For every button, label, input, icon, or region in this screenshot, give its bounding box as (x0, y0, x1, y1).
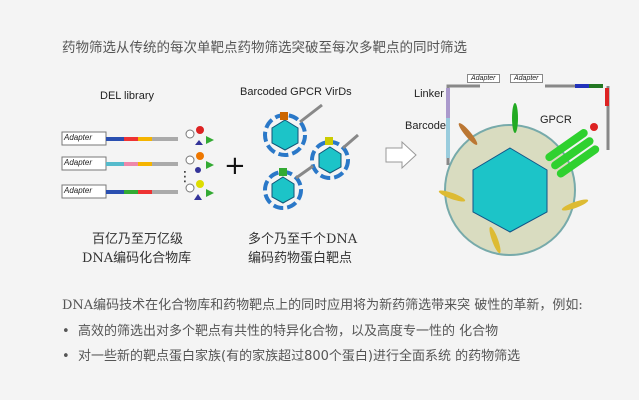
bullet-text: 高效的筛选出对多个靶点有共性的特异化合物，以及高度专一性的 化合物 (78, 324, 499, 339)
bullet-item: • 高效的筛选出对多个靶点有共性的特异化合物，以及高度专一性的 化合物 (62, 320, 498, 339)
slide-title: 药物筛选从传统的每次单靶点药物筛选突破至每次多靶点的同时筛选 (62, 40, 467, 56)
caption-left-line1: 百亿乃至万亿级 (92, 232, 184, 247)
caption-mid-line1: 多个乃至千个DNA (248, 232, 358, 247)
del-row (61, 152, 214, 173)
virds-label: Barcoded GPCR VirDs (240, 86, 352, 98)
bullet-text: 对一些新的靶点蛋白家族(有的家族超过800个蛋白)进行全面系统 的药物筛选 (78, 349, 521, 364)
del-row (61, 180, 214, 200)
plus-sign: + (224, 151, 246, 181)
barcode-label: Barcode (405, 120, 446, 132)
adapter-label: Adapter (64, 186, 93, 195)
adapter-label: Adapter (510, 74, 543, 83)
bullet-item: • 对一些新的靶点蛋白家族(有的家族超过800个蛋白)进行全面系统 的药物筛选 (62, 345, 520, 364)
adapter-label: Adapter (467, 74, 500, 83)
linker-label: Linker (414, 88, 444, 100)
svg-text:+: + (224, 151, 246, 181)
caption-mid-line2: 编码药物蛋白靶点 (248, 251, 353, 266)
caption-left-line2: DNA编码化合物库 (82, 251, 192, 266)
adapter-label: Adapter (64, 158, 93, 167)
virds-figure (263, 103, 359, 210)
virion-figure (438, 84, 610, 256)
body-intro: DNA编码技术在化合物库和药物靶点上的同时应用将为新药筛选带来突 破性的革新，例… (62, 298, 583, 313)
ellipsis: ⋮ (178, 169, 192, 185)
del-library-figure (61, 126, 214, 200)
bullet-icon: • (62, 324, 70, 339)
del-row (61, 126, 214, 146)
gpcr-label: GPCR (540, 114, 572, 126)
del-library-label: DEL library (100, 90, 154, 102)
bullet-icon: • (62, 349, 70, 364)
arrow-icon (385, 140, 417, 170)
adapter-label: Adapter (64, 133, 93, 142)
